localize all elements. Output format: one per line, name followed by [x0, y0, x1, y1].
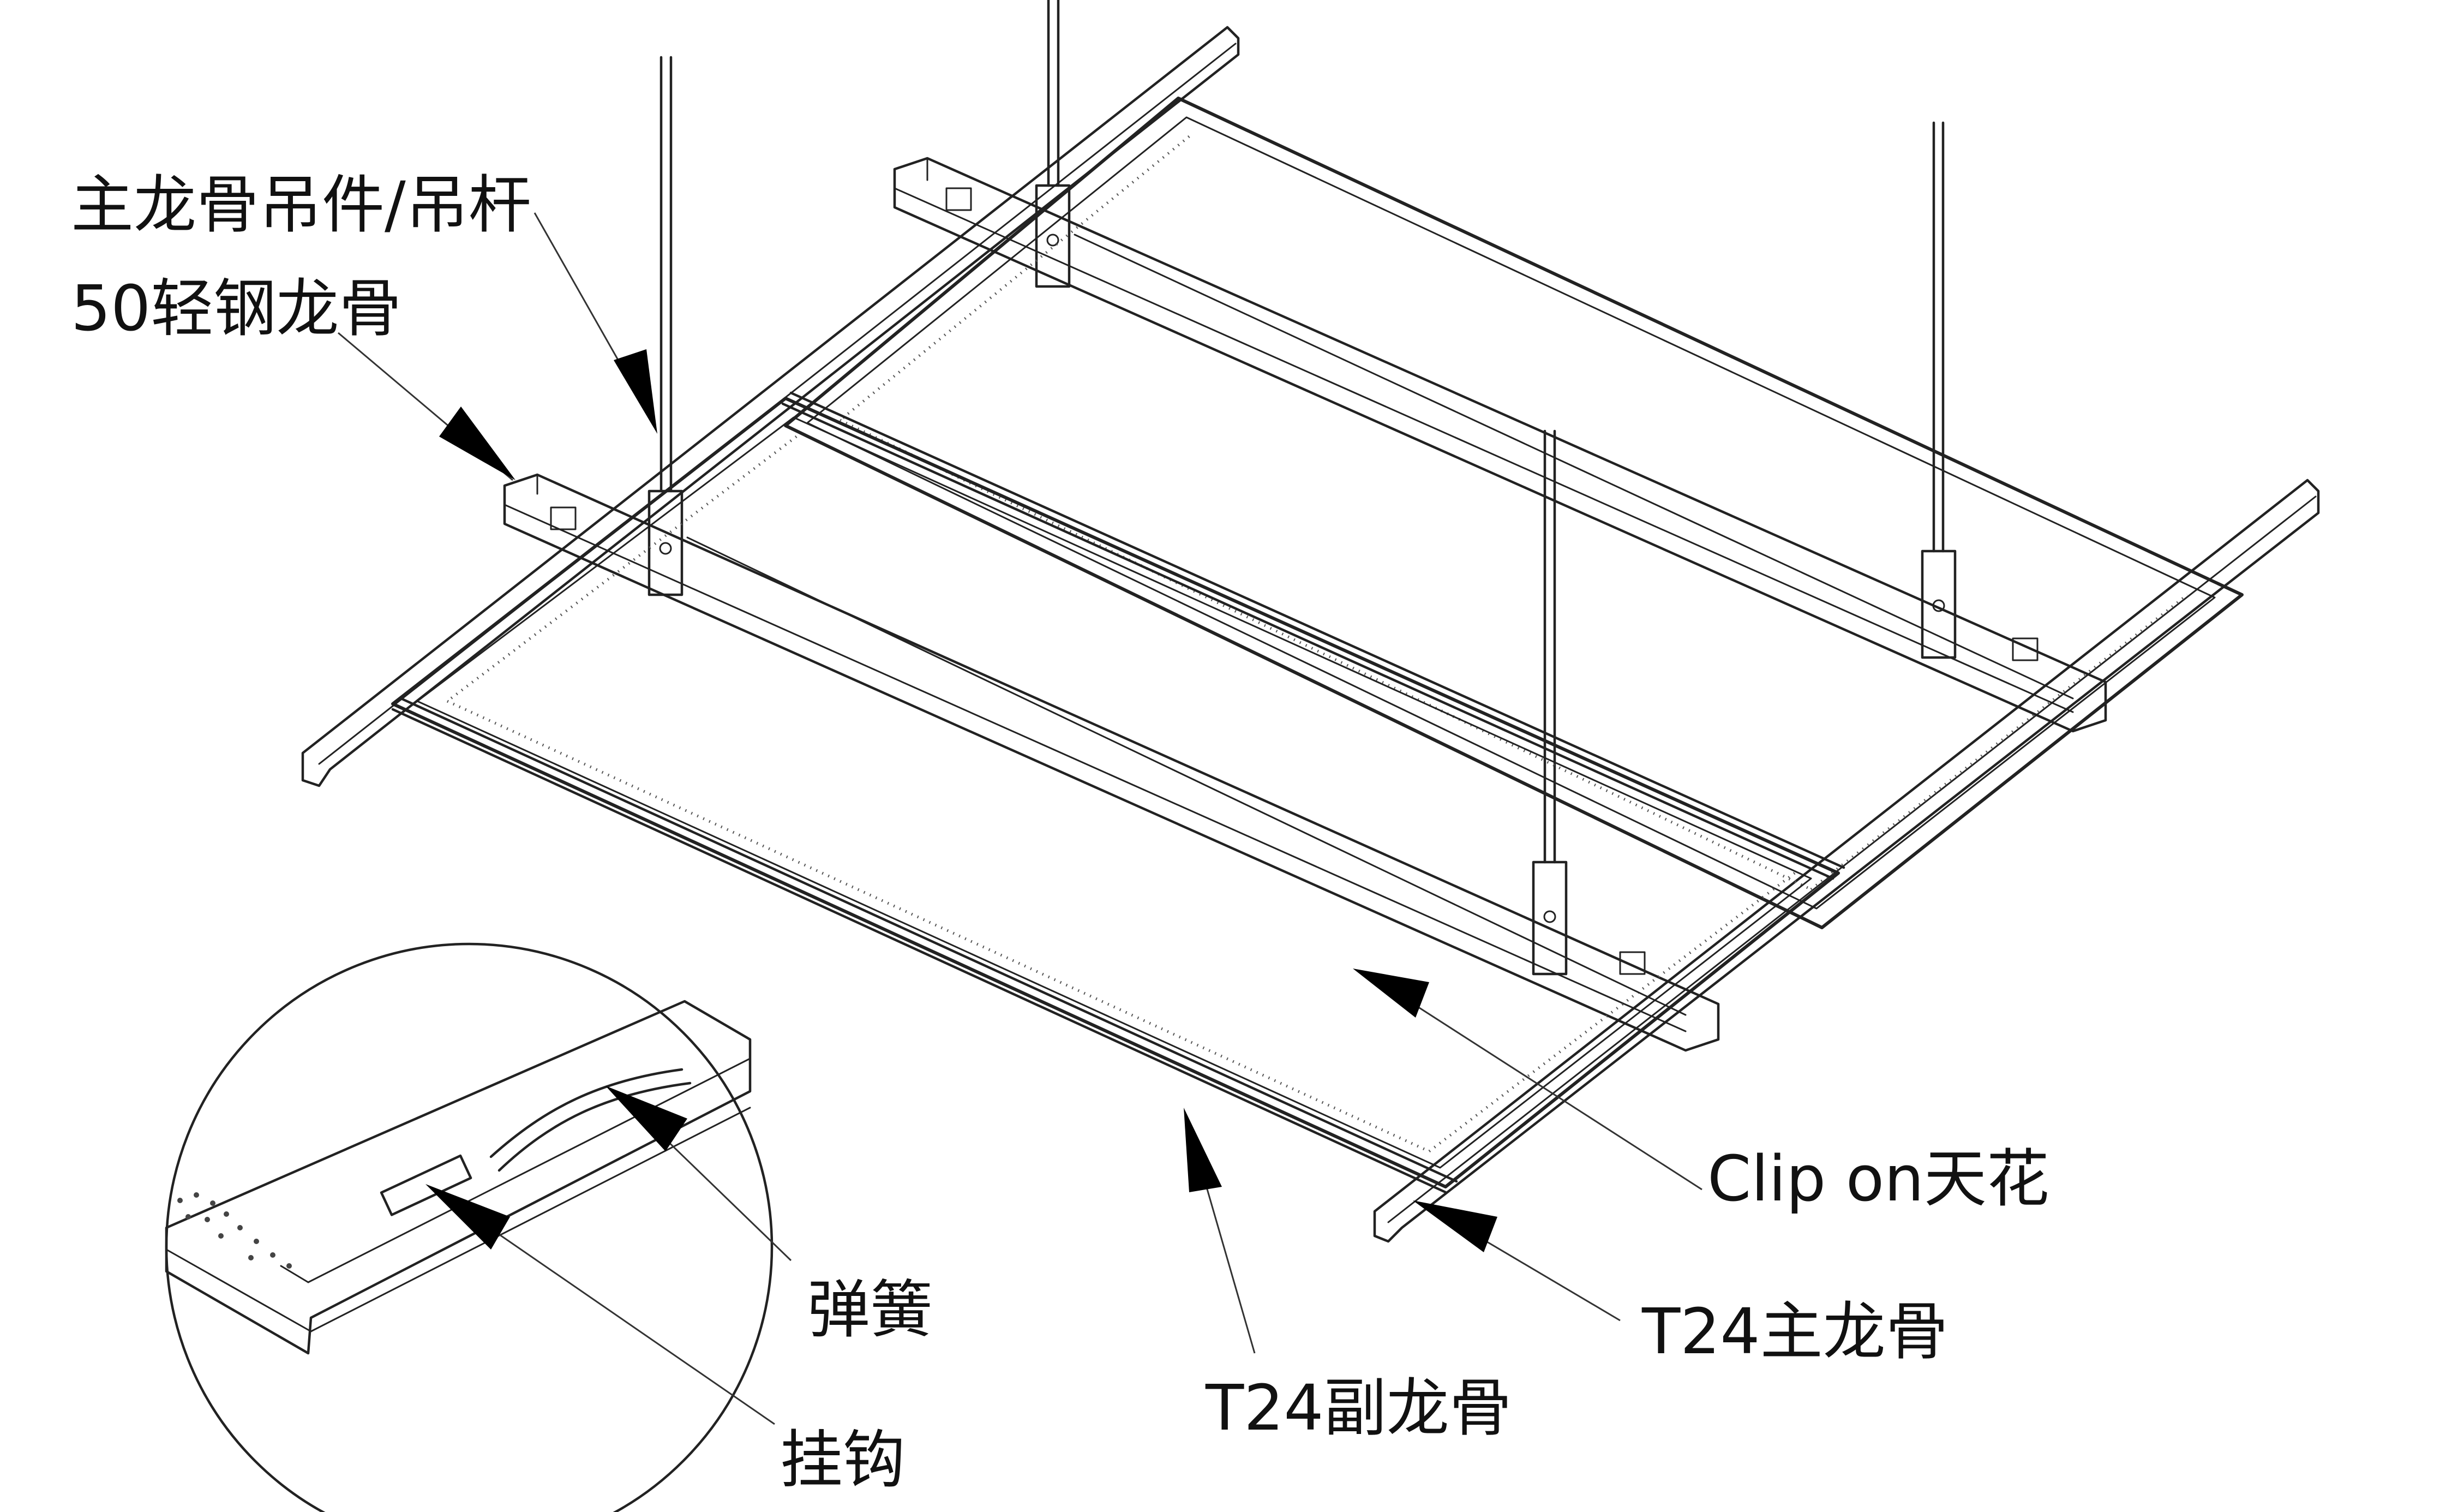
- arrow-hook: [425, 1184, 510, 1250]
- label-light-steel: 50轻钢龙骨: [71, 272, 401, 345]
- detail-callout: [165, 942, 774, 1512]
- arrow-clip-on: [1353, 969, 1429, 1018]
- arrow-hanger: [614, 349, 657, 434]
- ceiling-panels: [391, 97, 2244, 1194]
- hanger-rods: [660, 0, 1945, 864]
- label-hook: 挂钩: [780, 1424, 906, 1497]
- arrow-t24-main: [1413, 1200, 1497, 1252]
- label-hanger: 主龙骨吊件/吊杆: [71, 169, 531, 242]
- label-t24-sub: T24副龙骨: [1205, 1372, 1512, 1445]
- arrow-spring: [605, 1086, 687, 1151]
- spring-part: [489, 1068, 684, 1158]
- arrow-t24-sub: [1184, 1108, 1222, 1192]
- arrow-light-steel: [439, 407, 515, 480]
- detail-circle: [165, 942, 774, 1512]
- leaders: [338, 212, 1702, 1425]
- label-group: 主龙骨吊件/吊杆 50轻钢龙骨 Clip on天花 T24主龙骨 T24副龙骨 …: [71, 169, 2049, 1497]
- label-clip-on: Clip on天花: [1707, 1143, 2049, 1216]
- steel-channels: [503, 157, 2107, 1052]
- hook-part: [380, 1154, 472, 1216]
- label-t24-main: T24主龙骨: [1641, 1295, 1949, 1368]
- label-spring: 弹簧: [807, 1274, 933, 1347]
